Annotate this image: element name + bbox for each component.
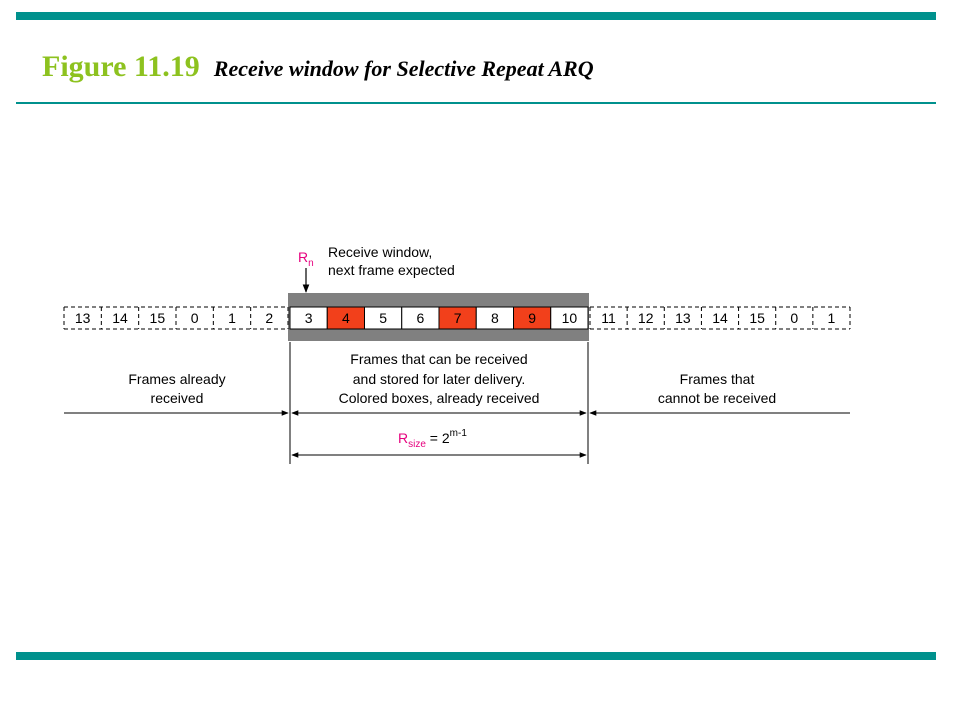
window-frame-empty: [550, 306, 589, 330]
figure-caption: Receive window for Selective Repeat ARQ: [213, 56, 594, 81]
title-rule: [16, 102, 936, 104]
future-frame-number: 0: [790, 310, 798, 326]
window-frame-number: 5: [379, 310, 387, 326]
window-frame-number: 9: [528, 310, 536, 326]
window-size-label: Rsize = 2m-1: [398, 428, 467, 450]
window-frame-number: 7: [454, 310, 462, 326]
future-frame-number: 13: [675, 310, 691, 326]
top-rule: [16, 12, 936, 20]
received-frame-number: 14: [112, 310, 128, 326]
right-region-label-2: cannot be received: [658, 390, 776, 406]
window-frame-number: 8: [491, 310, 499, 326]
figure-title: Figure 11.19 Receive window for Selective…: [42, 50, 594, 84]
window-frame-number: 6: [416, 310, 424, 326]
figure-label: Figure 11.19: [42, 50, 200, 83]
received-frame-number: 2: [265, 310, 273, 326]
bottom-rule: [16, 652, 936, 660]
left-region-label-2: received: [151, 390, 204, 406]
middle-region-label-1: Frames that can be received: [350, 351, 527, 367]
window-note-line1: Receive window,: [328, 244, 432, 260]
window-frame-number: 4: [342, 310, 350, 326]
received-frame-number: 15: [150, 310, 166, 326]
received-frame-number: 13: [75, 310, 91, 326]
right-region-label-1: Frames that: [680, 371, 755, 387]
middle-region-label-3: Colored boxes, already received: [339, 390, 540, 406]
rn-pointer-label: Rn: [298, 249, 314, 269]
future-frame-number: 11: [601, 310, 616, 326]
received-frame-number: 1: [228, 310, 236, 326]
middle-region-label-2: and stored for later delivery.: [353, 371, 526, 387]
future-frame-number: 1: [828, 310, 836, 326]
future-frame-number: 14: [712, 310, 728, 326]
window-frame-number: 3: [305, 310, 313, 326]
future-frame-number: 12: [638, 310, 654, 326]
window-frame-number: 10: [562, 310, 578, 326]
left-region-label-1: Frames already: [128, 371, 225, 387]
window-note-line2: next frame expected: [328, 262, 455, 278]
received-frame-number: 0: [191, 310, 199, 326]
future-frame-number: 15: [749, 310, 765, 326]
